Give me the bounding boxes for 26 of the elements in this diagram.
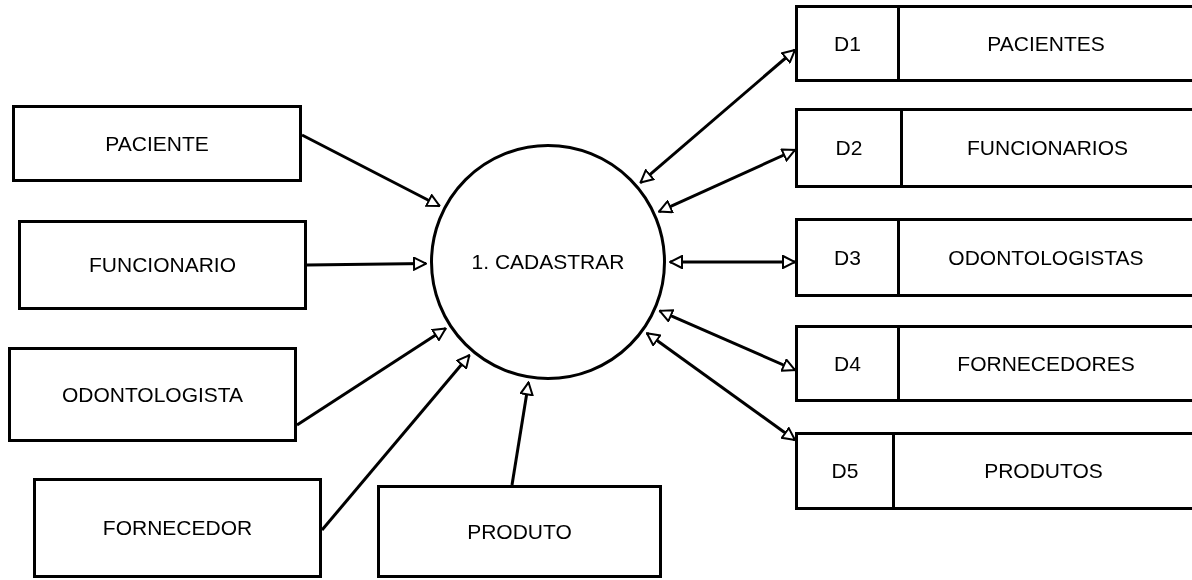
entity-label: PRODUTO bbox=[467, 519, 572, 544]
process-label: 1. CADASTRAR bbox=[471, 250, 625, 274]
entity-box bbox=[377, 485, 662, 578]
data-store bbox=[795, 5, 1192, 82]
entity-label: FUNCIONARIO bbox=[89, 253, 236, 277]
data-store bbox=[795, 218, 1192, 297]
store-name: PRODUTOS bbox=[984, 459, 1103, 483]
entity-label: PACIENTE bbox=[105, 131, 209, 156]
store-id: D2 bbox=[835, 136, 863, 160]
store-name: FUNCIONARIOS bbox=[967, 136, 1128, 160]
store-id: D1 bbox=[834, 31, 861, 56]
entity-label: FORNECEDOR bbox=[102, 516, 253, 540]
data-store bbox=[795, 108, 1192, 188]
data-store bbox=[795, 432, 1192, 510]
entity-box bbox=[33, 478, 322, 578]
entity-box bbox=[18, 220, 307, 310]
entity-box bbox=[8, 347, 297, 442]
store-id: D5 bbox=[831, 459, 859, 483]
data-store bbox=[795, 325, 1192, 402]
store-name: FORNECEDORES bbox=[957, 351, 1135, 376]
store-id: D3 bbox=[834, 245, 861, 270]
entity-box bbox=[12, 105, 302, 182]
store-id: D4 bbox=[834, 351, 861, 376]
entity-label: ODONTOLOGISTA bbox=[61, 382, 244, 407]
store-name: ODONTOLOGISTAS bbox=[948, 245, 1144, 270]
store-name: PACIENTES bbox=[987, 31, 1105, 56]
